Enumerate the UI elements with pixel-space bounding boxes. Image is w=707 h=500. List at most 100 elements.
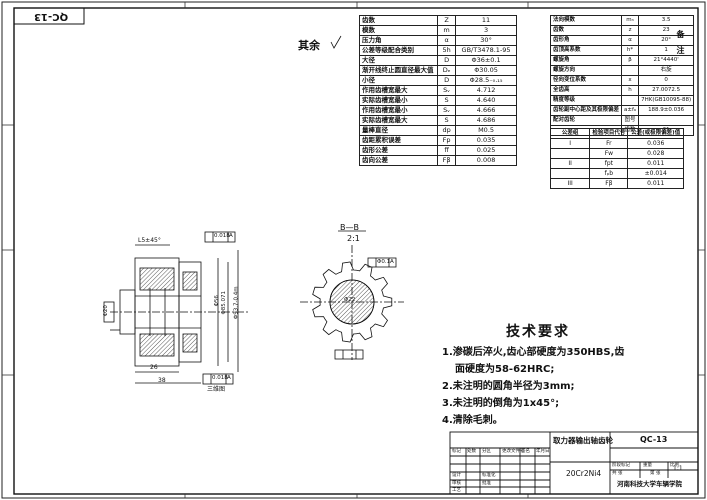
spline-spec-name: 齿向公差 [358, 155, 439, 166]
spline-spec-sym: Dₑ [437, 65, 457, 76]
spline-spec-sym: D [437, 55, 457, 66]
dim-datum-3: A [390, 259, 394, 265]
title-block-label: 签名 [521, 449, 530, 454]
section-label: B—B [340, 223, 359, 232]
tol-sym: fₚb [589, 168, 629, 179]
dim-tol-2: 0.018 [212, 375, 228, 381]
spline-spec-sym: m [437, 25, 457, 36]
dim-chamfer: L5±45° [138, 237, 161, 244]
spline-spec-val: 0.025 [455, 145, 517, 156]
tech-req-item: 2.未注明的圆角半径为3mm; [442, 381, 575, 392]
dim-d20: Φ20 [102, 305, 109, 317]
drawing-code-rotated: QC-13 [34, 11, 69, 22]
gear-spec-row: 配对齿轮图号 [549, 115, 695, 126]
spline-spec-val: 11 [455, 15, 517, 26]
spline-spec-sym: D [437, 75, 457, 86]
tol-group: I [549, 138, 591, 149]
gear-spec-sym: β [621, 55, 640, 66]
tech-req-item: 1.渗碳后淬火,齿心部硬度为350HBS,齿 [442, 347, 625, 358]
tech-req-title: 技术要求 [506, 324, 570, 340]
scale: 1:1 [673, 465, 683, 472]
spline-spec-name: 齿数 [358, 15, 439, 26]
spline-spec-sym: Sᵥ [437, 105, 457, 116]
spline-spec-val: Φ36±0.1 [455, 55, 517, 66]
spline-spec-val: 0.035 [455, 135, 517, 146]
gear-spec-val: 20° [638, 35, 695, 46]
title-block-label: 共 张 [612, 471, 623, 476]
spline-spec-sym: ff [437, 145, 457, 156]
spline-spec-sym: dp [437, 125, 457, 136]
tol-row: fₚb±0.014 [549, 168, 684, 179]
spline-spec-name: 压力角 [358, 35, 439, 46]
gear-spec-val: 188.9±0.036 [638, 105, 695, 116]
dim-d22: Φ22 [344, 297, 356, 303]
tech-req-item: 4.清除毛刺。 [442, 415, 503, 426]
title-code: QC-13 [640, 435, 668, 444]
tech-req-item: 3.未注明的倒角为1x45°; [442, 398, 560, 409]
gear-spec-sym: 图号 [621, 115, 640, 126]
remark-label: 备注 [676, 30, 685, 62]
gear-spec-sym [621, 95, 640, 106]
title-block-label: 批准 [482, 481, 491, 486]
dim-tol-3: Φ0.1 [377, 259, 391, 265]
title-block-label: 处数 [467, 449, 476, 454]
title-block-label: 标准化 [482, 473, 496, 478]
dim-datum-1: A [229, 233, 233, 239]
dim-d56: Φ56 [213, 295, 220, 307]
spline-spec-val: GB/T3478.1-95 [455, 45, 517, 56]
gear-spec-name: 螺旋角 [549, 55, 623, 66]
gear-spec-name: 齿形角 [549, 35, 623, 46]
gear-spec-sym: z [621, 25, 640, 36]
tol-group [549, 148, 591, 159]
code-box [13, 7, 85, 25]
tol-val: 0.028 [627, 148, 684, 159]
tol-sym: fpt [589, 158, 629, 169]
dim-tol-1: 0.018 [214, 233, 230, 239]
gear-spec-sym: a±fₐ [621, 105, 640, 116]
gear-spec-name: 法向模数 [549, 15, 623, 26]
tol-val: 0.011 [627, 158, 684, 169]
spline-section-view [300, 230, 404, 360]
gear-spec-sym [621, 65, 640, 76]
title-block-label: 分区 [482, 449, 491, 454]
gear-spec-sym: h* [621, 45, 640, 56]
tol-val: 0.011 [627, 178, 684, 189]
gear-spec-val: 右旋 [638, 65, 695, 76]
gear-spec-name: 齿数 [549, 25, 623, 36]
title-block-label: 标记 [452, 449, 461, 454]
gear-spec-sym: h [621, 85, 640, 96]
tol-sym: Fβ [589, 178, 629, 189]
spline-spec-name: 渐开线终止圆直径最大值 [358, 65, 439, 76]
title-block-label: 重量 [643, 463, 652, 468]
spline-spec-val: 4.640 [455, 95, 517, 106]
spline-spec-name: 模数 [358, 25, 439, 36]
title-block-grid [449, 431, 699, 495]
tol-sym: Fw [589, 148, 629, 159]
spline-spec-name: 公差等级配合类别 [358, 45, 439, 56]
title-block-label: 比例 [670, 463, 679, 468]
view-3d-label: 三维图 [207, 386, 226, 393]
tol-sym: Fr [589, 138, 629, 149]
spline-spec-val: M0.5 [455, 125, 517, 136]
tol-group [549, 168, 591, 179]
